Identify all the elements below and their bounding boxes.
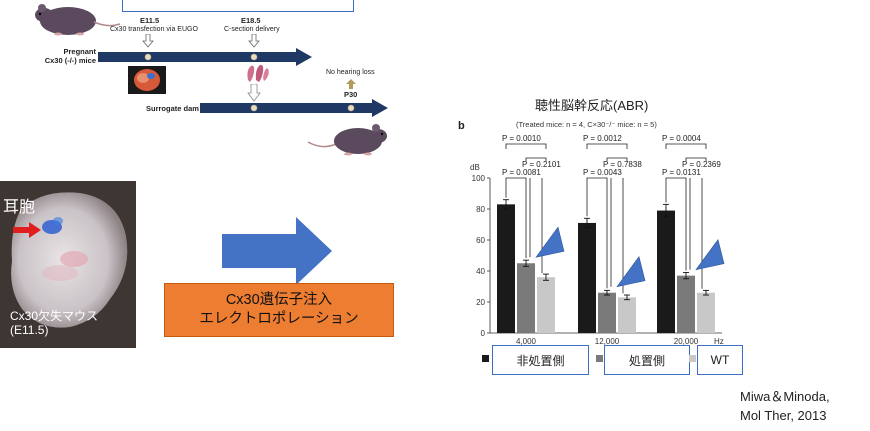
callout-line2: エレクトロポレーション bbox=[199, 311, 359, 327]
down-arrow-icon bbox=[142, 34, 154, 48]
embryo-thumb-image bbox=[134, 69, 160, 91]
p-value-low: P = 0.0131 bbox=[662, 168, 701, 177]
y-tick-label: 100 bbox=[472, 174, 486, 183]
legend-treated-side: 処置側 bbox=[604, 345, 690, 375]
bracket-drop bbox=[689, 178, 703, 289]
legend-swatch-wt bbox=[689, 355, 696, 362]
adult-mouse-icon bbox=[307, 124, 387, 156]
bar-2-1 bbox=[618, 297, 636, 333]
down-arrow-icon bbox=[248, 34, 260, 48]
bracket-mid bbox=[525, 157, 547, 161]
p30-label: P30 bbox=[344, 90, 358, 99]
mouse-caption: Cx30欠失マウス (E11.5) bbox=[10, 309, 98, 337]
mouse-caption-line2: (E11.5) bbox=[10, 323, 49, 337]
embryo-image bbox=[0, 181, 136, 348]
legend-untreated-side: 非処置側 bbox=[492, 345, 589, 375]
p-value-mid: P = 0.7838 bbox=[603, 160, 642, 169]
y-axis-label: dB bbox=[470, 163, 480, 172]
y-tick-label: 60 bbox=[476, 236, 485, 245]
pregnant-mouse-icon bbox=[35, 4, 121, 36]
e18-desc: C-section delivery bbox=[224, 26, 280, 33]
bar-0-2 bbox=[657, 210, 675, 333]
top-box-edge bbox=[122, 0, 354, 12]
legend-treated-label: 処置側 bbox=[628, 353, 665, 368]
surrogate-label: Surrogate dam bbox=[146, 104, 199, 113]
citation: Miwa＆Minoda, Mol Ther, 2013 bbox=[740, 387, 830, 425]
p-value-mid: P = 0.2369 bbox=[682, 160, 721, 169]
otocyst-label: 耳胞 bbox=[3, 199, 36, 216]
p-value-low: P = 0.0081 bbox=[502, 168, 541, 177]
bar-0-0 bbox=[497, 204, 515, 333]
pregnant-label: Pregnant Cx30 (-/-) mice bbox=[42, 47, 96, 65]
x-tick-label: 12,000 bbox=[595, 337, 620, 346]
y-tick-label: 40 bbox=[476, 267, 485, 276]
p-value-top: P = 0.0010 bbox=[502, 134, 541, 143]
chart-legend: 非処置側 処置側 WT bbox=[478, 345, 768, 379]
citation-line2: Mol Ther, 2013 bbox=[740, 408, 827, 423]
p-value-top: P = 0.0012 bbox=[583, 134, 622, 143]
red-arrow-icon bbox=[13, 222, 41, 238]
pointer-triangle-icon bbox=[535, 226, 565, 258]
y-tick-label: 0 bbox=[481, 329, 486, 338]
pregnant-label-line1: Pregnant bbox=[63, 47, 96, 56]
e11-label: E11.5 bbox=[140, 16, 160, 25]
bracket-top bbox=[505, 143, 547, 149]
x-tick-label: 20,000 bbox=[674, 337, 699, 346]
y-tick-label: 20 bbox=[476, 298, 485, 307]
bracket-drop bbox=[529, 178, 543, 274]
p-value-mid: P = 0.2101 bbox=[522, 160, 561, 169]
callout-line1: Cx30遺伝子注入 bbox=[225, 292, 333, 308]
legend-wt: WT bbox=[697, 345, 743, 375]
bracket-top bbox=[586, 143, 628, 149]
no-hearing-loss-label: No hearing loss bbox=[326, 69, 375, 76]
e18-label: E18.5 bbox=[241, 16, 261, 25]
legend-untreated-label: 非処置側 bbox=[516, 353, 565, 368]
bracket-mid bbox=[685, 157, 707, 161]
pointer-triangle-icon bbox=[616, 256, 646, 288]
y-tick-label: 80 bbox=[476, 205, 485, 214]
embryo-photo: 耳胞 Cx30欠失マウス (E11.5) bbox=[0, 181, 136, 348]
bar-2-2 bbox=[697, 292, 715, 333]
e11-desc: Cx30 transfection via EUGO bbox=[110, 26, 198, 33]
pointer-triangle-icon bbox=[695, 238, 725, 271]
transfer-arrow-icon bbox=[247, 84, 261, 102]
legend-wt-label: WT bbox=[710, 353, 730, 367]
bar-1-0 bbox=[517, 263, 535, 333]
bracket-mid bbox=[606, 157, 628, 161]
panel-label: b bbox=[458, 120, 465, 132]
embryo-thumbnail bbox=[128, 66, 166, 94]
citation-line1: Miwa＆Minoda, bbox=[740, 389, 830, 404]
p-value-low: P = 0.0043 bbox=[583, 168, 622, 177]
bar-2-0 bbox=[537, 277, 555, 333]
x-unit-label: Hz bbox=[714, 337, 724, 346]
bracket-low bbox=[505, 177, 527, 259]
surrogate-timeline-arrow bbox=[200, 99, 388, 117]
mouse-caption-line1: Cx30欠失マウス bbox=[10, 309, 99, 323]
bracket-drop bbox=[610, 178, 624, 294]
x-tick-label: 4,000 bbox=[516, 337, 537, 346]
abr-chart: b (Treated mice: n = 4, C×30⁻/⁻ mice: n … bbox=[450, 115, 750, 365]
bar-1-2 bbox=[677, 275, 695, 333]
up-arrow-icon bbox=[346, 79, 356, 89]
legend-swatch-untreated bbox=[596, 355, 603, 362]
big-blue-arrow bbox=[222, 217, 332, 285]
legend-swatch-treated bbox=[482, 355, 489, 362]
pups-icon bbox=[247, 64, 269, 82]
chart-subtitle: (Treated mice: n = 4, C×30⁻/⁻ mice: n = … bbox=[516, 120, 657, 129]
pregnant-label-line2: Cx30 (-/-) mice bbox=[44, 56, 96, 65]
bar-1-1 bbox=[598, 292, 616, 333]
bar-0-1 bbox=[578, 222, 596, 333]
chart-heading: 聴性脳幹反応(ABR) bbox=[535, 98, 649, 113]
p-value-top: P = 0.0004 bbox=[662, 134, 701, 143]
bracket-top bbox=[665, 143, 707, 149]
bracket-low bbox=[665, 177, 687, 271]
timeline-diagram: E11.5 Cx30 transfection via EUGO E18.5 C… bbox=[0, 0, 400, 160]
pregnant-timeline-arrow bbox=[98, 48, 312, 66]
electroporation-callout: Cx30遺伝子注入 エレクトロポレーション bbox=[164, 283, 394, 337]
bracket-low bbox=[586, 177, 608, 289]
